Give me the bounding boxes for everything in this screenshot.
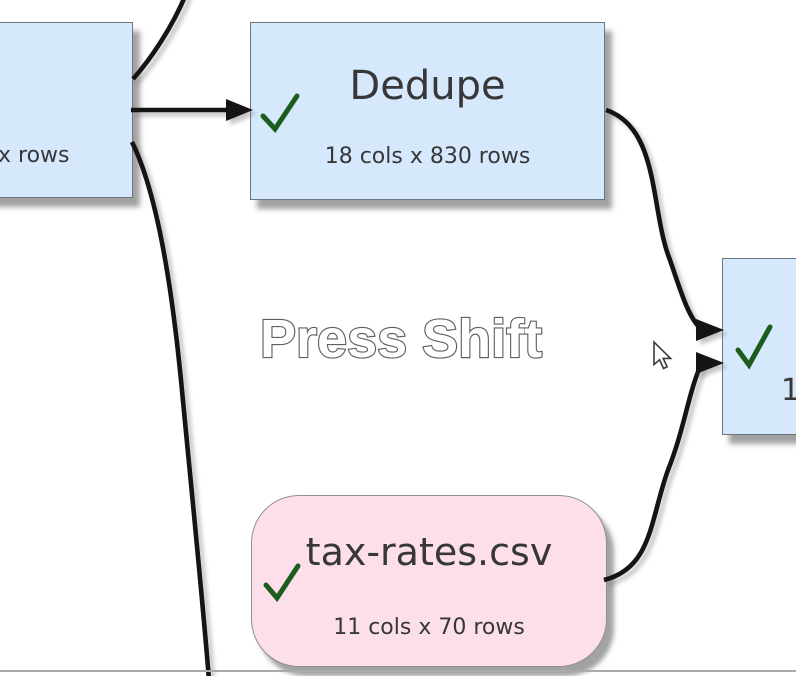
node-subtitle: 1 bbox=[781, 373, 796, 408]
node-subtitle: x rows bbox=[0, 143, 70, 168]
canvas-bottom-divider bbox=[0, 670, 796, 672]
node-subtitle: 18 cols x 830 rows bbox=[324, 144, 531, 169]
check-icon bbox=[260, 93, 300, 134]
node-right-partial[interactable]: 1 bbox=[722, 258, 796, 435]
mouse-cursor-icon bbox=[653, 340, 673, 370]
node-title: tax-rates.csv bbox=[305, 530, 553, 574]
connector-top-to-left-node bbox=[131, 0, 186, 81]
connector-left-node-down bbox=[129, 140, 211, 676]
arrowhead-into-dedupe bbox=[226, 99, 253, 121]
node-dedupe[interactable]: Dedupe 18 cols x 830 rows bbox=[250, 22, 605, 200]
node-tax-rates-csv[interactable]: tax-rates.csv 11 cols x 70 rows bbox=[251, 495, 607, 667]
check-icon bbox=[735, 324, 773, 370]
check-icon bbox=[263, 563, 301, 603]
node-title: Dedupe bbox=[349, 63, 506, 109]
connector-dedupe-to-right bbox=[605, 107, 702, 330]
node-left-partial[interactable]: x rows bbox=[0, 22, 133, 198]
arrowhead-into-right-top bbox=[696, 319, 724, 341]
arrowhead-into-right-bottom bbox=[696, 352, 724, 374]
connector-tax-to-right bbox=[603, 366, 703, 583]
node-subtitle: 11 cols x 70 rows bbox=[333, 615, 525, 640]
press-shift-hint: Press Shift bbox=[260, 309, 542, 369]
